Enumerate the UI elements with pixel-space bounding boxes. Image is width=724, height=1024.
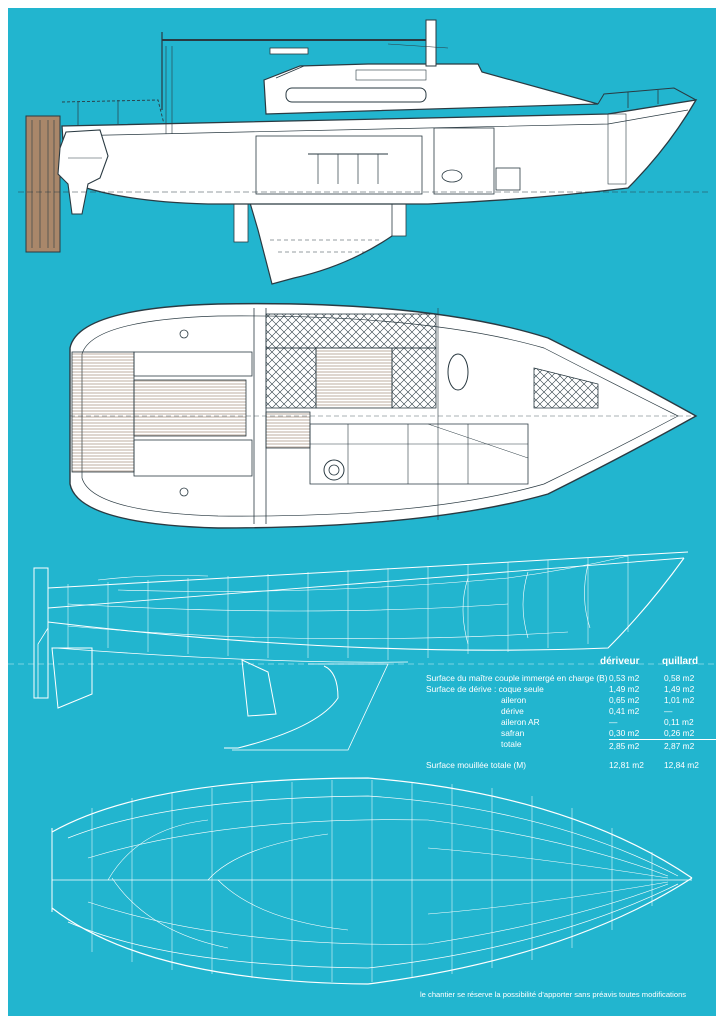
value-deriveur: — [609,717,618,727]
value-deriveur: 0,53 m2 [609,673,640,683]
header-deriveur: dériveur [600,656,640,667]
deck-plan-drawing [69,302,698,529]
footer-disclaimer: le chantier se réserve la possibilité d'… [420,990,687,999]
row-label: aileron [501,695,527,705]
value-deriveur: 0,65 m2 [609,695,640,705]
sailboat-plans [8,8,716,1016]
value-deriveur: 0,41 m2 [609,706,640,716]
row-label: Surface du maître couple immergé en char… [426,673,608,683]
value-quillard: — [664,706,673,716]
value-quillard: 1,49 m2 [664,684,695,694]
value-quillard: 12,84 m2 [664,760,699,770]
row-label: aileron AR [501,717,540,727]
row-label: safran [501,728,525,738]
lines-plan-profile [8,551,716,751]
cabin-window [285,87,427,103]
table-body: Surface du maître couple immergé en char… [426,673,716,771]
value-quillard: 0,11 m2 [664,717,694,727]
dock-post [25,115,61,253]
table-row: Surface mouillée totale (M) 12,81 m2 12,84… [426,760,716,771]
side-profile-drawing [18,19,708,285]
row-label: Surface de dérive : coque seule [426,684,544,694]
value-deriveur: 1,49 m2 [609,684,640,694]
specifications-table: dériveur quillard Surface du maître coup… [426,656,716,771]
table-header: dériveur quillard [426,656,716,667]
table-spacer [426,752,716,760]
plan-sheet: dériveur quillard Surface du maître coup… [8,8,716,1016]
table-row: safran 0,30 m2 0,26 m2 [426,728,716,739]
row-label: Surface mouillée totale (M) [426,760,527,770]
table-row: dérive 0,41 m2 — [426,706,716,717]
table-row: Surface de dérive : coque seule 1,49 m2 1,… [426,684,716,695]
table-row: aileron 0,65 m2 1,01 m2 [426,695,716,706]
value-quillard: 0,26 m2 [664,728,695,738]
row-label: totale [501,739,522,749]
header-quillard: quillard [662,656,699,667]
lines-plan-waterlines [51,777,693,985]
row-label: dérive [501,706,524,716]
value-quillard: 1,01 m2 [664,695,695,705]
value-deriveur: 0,30 m2 [609,728,640,738]
table-row: Surface du maître couple immergé en char… [426,673,716,684]
value-deriveur: 2,85 m2 [609,739,664,752]
table-row: aileron AR — 0,11 m2 [426,717,716,728]
outboard-motor [57,129,109,215]
value-quillard: 0,58 m2 [664,673,695,683]
value-deriveur: 12,81 m2 [609,760,644,770]
hull-profile [61,99,698,205]
value-quillard: 2,87 m2 [664,739,716,752]
mast-stump [425,19,437,67]
